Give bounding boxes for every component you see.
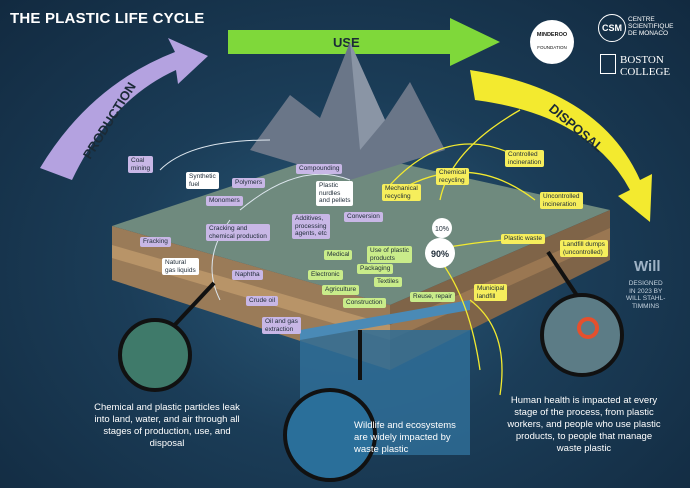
mountains xyxy=(250,42,445,180)
land-block-top xyxy=(112,150,610,305)
label-textiles: Textiles xyxy=(374,277,402,287)
minderoo-logo-text: MINDEROO xyxy=(536,32,568,38)
magnifier-lens-left xyxy=(118,318,192,392)
ocean-surface xyxy=(300,300,470,340)
boston-college-name: BOSTON COLLEGE xyxy=(620,54,671,78)
label-controlled-incineration: Controlled incineration xyxy=(505,150,545,167)
pct-90-text: 90% xyxy=(431,249,449,259)
label-reuse-repair: Reuse, repair xyxy=(410,292,456,302)
label-monomers: Monomers xyxy=(206,196,243,206)
csm-logo: CSM xyxy=(598,14,626,42)
label-uncontrolled-incineration: Uncontrolled incineration xyxy=(540,192,583,209)
label-plastic-waste: Plastic waste xyxy=(501,234,545,244)
flow-arrow xyxy=(239,173,351,211)
boston-college-shield-icon xyxy=(600,54,616,74)
label-chemical-recycling: Chemical recycling xyxy=(436,168,470,185)
label-agriculture: Agriculture xyxy=(322,285,360,295)
designer-mark: Will xyxy=(634,258,661,275)
magnifier-lens-middle xyxy=(283,388,377,482)
label-mechanical-recycling: Mechanical recycling xyxy=(382,184,421,201)
mountain-highlight xyxy=(350,42,385,150)
label-natural-gas-liquids: Natural gas liquids xyxy=(162,258,199,275)
disposal-arrow xyxy=(470,70,652,222)
label-medical: Medical xyxy=(324,250,353,260)
label-crude-oil: Crude oil xyxy=(246,296,279,306)
minderoo-logo: MINDEROO FOUNDATION xyxy=(530,20,574,64)
label-fracking: Fracking xyxy=(140,237,171,247)
label-polymers: Polymers xyxy=(232,178,266,188)
label-synthetic-fuel: Synthetic fuel xyxy=(186,172,219,189)
pct-10-text: 10% xyxy=(435,226,449,233)
lifebuoy-icon xyxy=(577,317,599,339)
label-packaging: Packaging xyxy=(357,264,394,274)
label-use-of-plastic: Use of plastic products xyxy=(367,246,413,263)
label-compounding: Compounding xyxy=(296,164,343,174)
flow-arrow xyxy=(159,139,271,171)
label-municipal-landfill: Municipal landfill xyxy=(474,284,508,301)
pct-90-badge xyxy=(425,238,455,268)
flow-arrow xyxy=(439,109,521,201)
label-conversion: Conversion xyxy=(344,212,383,222)
label-cracking: Cracking and chemical production xyxy=(206,224,270,241)
use-stage-label: USE xyxy=(333,35,360,50)
caption-human-health: Human health is impacted at every stage … xyxy=(507,395,661,454)
label-coal-mining: Coal mining xyxy=(128,156,154,173)
use-arrow xyxy=(228,18,500,66)
csm-name: CENTRE SCIENTIFIQUE DE MONACO xyxy=(628,16,674,37)
pct-10-badge xyxy=(432,218,452,238)
flow-arrow xyxy=(439,259,481,371)
production-arrow xyxy=(40,38,208,180)
label-oil-gas-extraction: Oil and gas extraction xyxy=(262,317,301,334)
label-additives: Additives, processing agents, etc xyxy=(292,214,330,239)
label-naphtha: Naphtha xyxy=(232,270,263,280)
magnifier-stem-right xyxy=(546,250,582,302)
designer-credit: DESIGNED IN 2023 BY WILL STAHL- TIMMINS xyxy=(626,280,666,310)
caption-particles: Chemical and plastic particles leak into… xyxy=(94,402,240,449)
page-title: THE PLASTIC LIFE CYCLE xyxy=(10,10,205,27)
label-nurdles: Plastic nurdles and pellets xyxy=(316,181,354,206)
flow-arrow xyxy=(389,143,521,186)
label-landfill-dumps: Landfill dumps (uncontrolled) xyxy=(560,240,608,257)
minderoo-logo-subtext: FOUNDATION xyxy=(537,45,567,50)
label-construction: Construction xyxy=(343,298,386,308)
flow-arrow xyxy=(469,299,503,396)
caption-wildlife: Wildlife and ecosystems are widely impac… xyxy=(354,420,456,455)
label-electronic: Electronic xyxy=(308,270,343,280)
magnifier-stem-left xyxy=(168,281,216,332)
